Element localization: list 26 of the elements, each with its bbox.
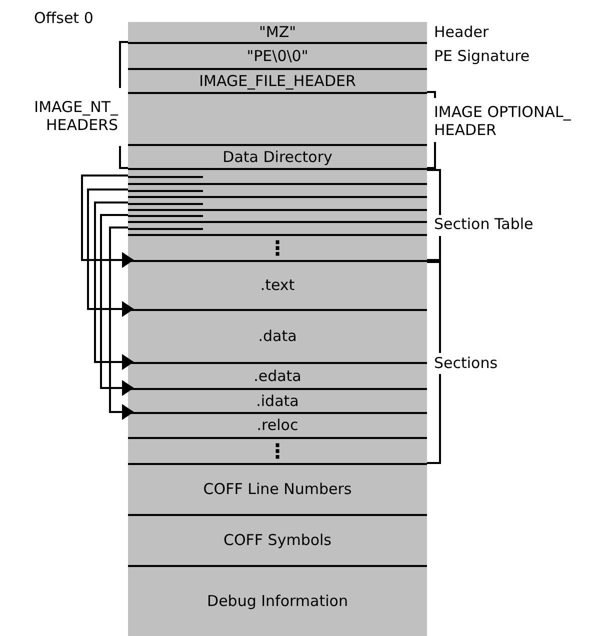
annotation-label: Offset 0: [34, 9, 94, 27]
section-label: COFF Line Numbers: [203, 482, 352, 497]
ellipsis: ⋮: [268, 238, 288, 258]
arrow: [87, 188, 134, 317]
annotation-label: Header: [434, 23, 489, 41]
arrow: [100, 214, 134, 396]
section-label: .idata: [256, 394, 299, 408]
annotation-label: IMAGE_NT_ HEADERS: [33, 98, 118, 134]
section-label: Debug Information: [207, 594, 348, 609]
section-label: .reloc: [256, 418, 298, 433]
arrow: [81, 174, 134, 268]
section-label: COFF Symbols: [224, 533, 332, 548]
section-label: "PE\0\0": [246, 48, 308, 64]
section-label: "MZ": [258, 24, 296, 40]
section-label: Data Directory: [222, 150, 332, 164]
section-label: .data: [258, 329, 297, 344]
annotation-label: PE Signature: [434, 47, 530, 65]
section-label: .edata: [254, 368, 302, 384]
annotation-label: IMAGE OPTIONAL_ HEADER: [434, 103, 572, 139]
annotation-label: Sections: [434, 354, 498, 372]
arrow: [94, 202, 134, 370]
section-label: .text: [260, 278, 295, 293]
ellipsis: ⋮: [268, 441, 288, 461]
section-label: IMAGE_FILE_HEADER: [199, 74, 356, 88]
arrow: [109, 226, 134, 420]
annotation-label: Section Table: [434, 215, 534, 233]
